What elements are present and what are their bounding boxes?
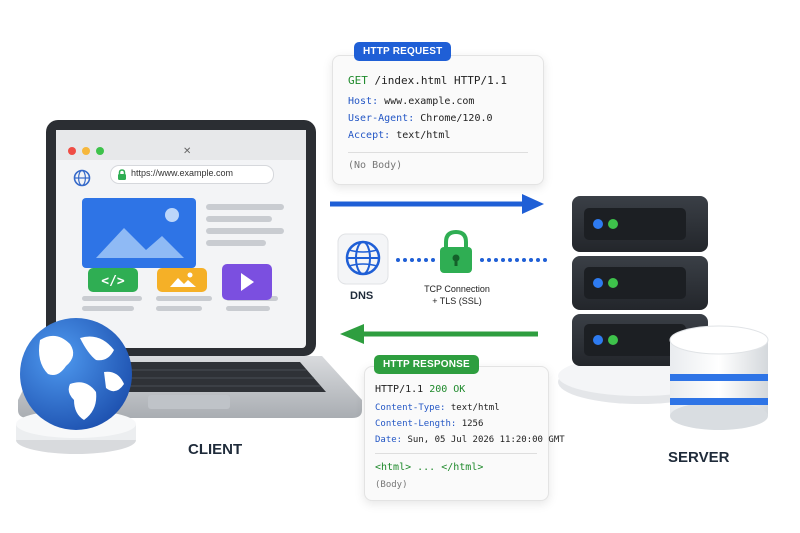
svg-text:✕: ✕ bbox=[183, 146, 191, 157]
divider bbox=[375, 453, 537, 454]
image-icon bbox=[157, 268, 207, 292]
url-lock-icon bbox=[118, 169, 126, 180]
address-bar[interactable]: https://www.example.com bbox=[110, 165, 274, 184]
response-body: (Body) bbox=[375, 480, 408, 490]
http-request-card: GET /index.html HTTP/1.1 Host: www.examp… bbox=[332, 55, 544, 185]
webpage-content: </> bbox=[82, 198, 284, 311]
request-header: Accept: text/html bbox=[348, 130, 450, 141]
header-key: Date: bbox=[375, 435, 403, 445]
server-label: SERVER bbox=[668, 449, 730, 466]
header-key: Content-Type: bbox=[375, 403, 446, 413]
request-arrow bbox=[330, 194, 544, 214]
request-line: GET /index.html HTTP/1.1 bbox=[348, 74, 507, 87]
status-code: 200 OK bbox=[429, 384, 466, 395]
header-key: Host: bbox=[348, 96, 379, 107]
request-path: /index.html HTTP/1.1 bbox=[374, 74, 507, 87]
header-key: User-Agent: bbox=[348, 113, 415, 124]
dotted-connector bbox=[396, 258, 547, 262]
header-value: text/html bbox=[450, 403, 500, 413]
browser-globe-icon bbox=[72, 168, 92, 188]
response-header: Content-Length: 1256 bbox=[375, 419, 483, 429]
header-value: Chrome/120.0 bbox=[420, 113, 493, 124]
status-prefix: HTTP/1.1 bbox=[375, 384, 424, 395]
response-header: Date: Sun, 05 Jul 2026 11:20:00 GMT bbox=[375, 435, 565, 445]
globe-icon bbox=[16, 318, 136, 454]
request-header: Host: www.example.com bbox=[348, 96, 474, 107]
header-value: Sun, 05 Jul 2026 11:20:00 GMT bbox=[407, 435, 565, 445]
header-value: text/html bbox=[396, 130, 451, 141]
response-body-html: <html> ... </html> bbox=[375, 462, 484, 473]
header-value: 1256 bbox=[461, 419, 484, 429]
client-label: CLIENT bbox=[188, 441, 243, 458]
request-body: (No Body) bbox=[348, 160, 403, 171]
dns-globe-icon bbox=[337, 233, 389, 285]
url-text: https://www.example.com bbox=[131, 168, 234, 178]
database-icon bbox=[669, 325, 769, 430]
svg-text:</>: </> bbox=[101, 274, 125, 289]
dns-label: DNS bbox=[350, 290, 374, 302]
response-arrow bbox=[340, 324, 538, 344]
tcp-label-line1: TCP Connection bbox=[424, 284, 490, 294]
header-key: Content-Length: bbox=[375, 419, 457, 429]
status-line: HTTP/1.1 200 OK bbox=[375, 384, 465, 395]
request-method: GET bbox=[348, 74, 368, 87]
response-header: Content-Type: text/html bbox=[375, 403, 500, 413]
tcp-label-line2: + TLS (SSL) bbox=[432, 296, 482, 306]
http-response-card: HTTP/1.1 200 OK Content-Type: text/html … bbox=[364, 366, 565, 501]
request-header: User-Agent: Chrome/120.0 bbox=[348, 113, 493, 124]
http-response-badge: HTTP RESPONSE bbox=[374, 355, 479, 374]
divider bbox=[348, 152, 528, 153]
header-value: www.example.com bbox=[384, 96, 475, 107]
http-request-badge: HTTP REQUEST bbox=[354, 42, 452, 61]
lock-icon bbox=[440, 229, 472, 273]
header-key: Accept: bbox=[348, 130, 391, 141]
tcp-label: TCP Connection + TLS (SSL) bbox=[410, 283, 504, 307]
code-icon bbox=[88, 268, 138, 292]
